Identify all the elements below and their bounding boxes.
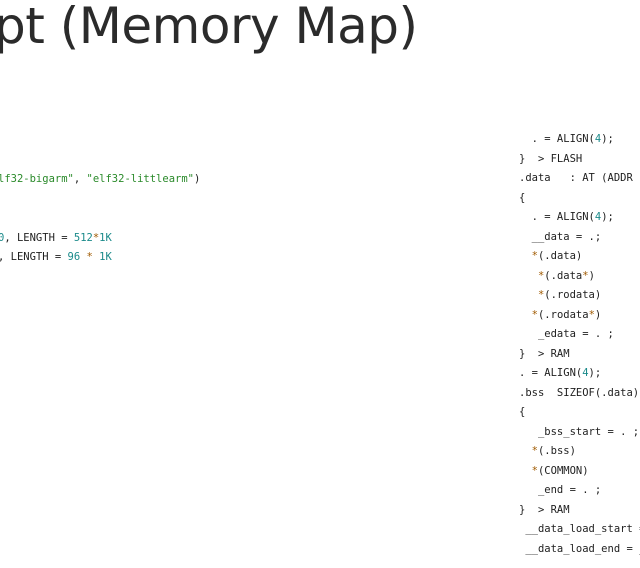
code-token: (.data [544, 269, 583, 282]
code-token: . = ALIGN( [519, 367, 583, 379]
code-line: . = ALIGN(4); [519, 130, 640, 150]
code-token: * [531, 464, 538, 477]
code-line: *(COMMON) [519, 462, 640, 482]
code-token: (.bss) [537, 445, 576, 457]
code-token: ) [588, 269, 595, 282]
code-token: } > RAM [519, 347, 570, 360]
code-token: * [537, 289, 545, 301]
code-token: __data_load_end = _ [519, 542, 640, 555]
code-token: 1K [99, 231, 112, 244]
code-token [519, 465, 532, 477]
code-token: * [92, 231, 100, 244]
code-line: _edata = . ; [519, 325, 640, 345]
code-line: .bss SIZEOF(.data) [519, 384, 640, 404]
code-token: * [582, 269, 589, 282]
code-token: __data = .; [519, 230, 602, 243]
code-token: __data_load_start = [519, 523, 640, 535]
code-token: * [80, 251, 100, 263]
code-token: * [531, 445, 538, 457]
code-token: 0 [0, 231, 5, 244]
code-block-right: . = ALIGN(4);} > FLASH.data : AT (ADDR (… [519, 130, 640, 559]
code-line [0, 190, 200, 210]
code-token: (.rodata [537, 308, 589, 321]
code-token: * [531, 250, 538, 262]
code-token: (.rodata) [544, 289, 602, 301]
code-line: lf32-bigarm", "elf32-littlearm") [0, 170, 200, 190]
code-line: *(.data*) [519, 267, 640, 287]
code-line: } > RAM [519, 345, 640, 365]
code-token: ); [601, 211, 614, 223]
code-line: _bss_start = . ; [519, 423, 640, 443]
code-line: { [519, 189, 640, 209]
code-token: * [537, 269, 545, 282]
code-token: ) [594, 308, 602, 321]
code-line: . = ALIGN(4); [519, 364, 640, 384]
code-token: * [588, 308, 595, 321]
code-token [519, 270, 538, 282]
code-line: *(.data) [519, 247, 640, 267]
code-line: *(.bss) [519, 442, 640, 462]
code-line: , LENGTH = 96 * 1K [0, 248, 200, 268]
code-line: 0, LENGTH = 512*1K [0, 229, 200, 249]
code-token: 512 [73, 231, 93, 244]
code-token: lf32-bigarm" [0, 173, 74, 185]
code-token: . = ALIGN( [519, 133, 595, 145]
code-token [519, 309, 532, 321]
code-token: 1K [99, 251, 112, 263]
code-token [519, 445, 532, 457]
code-token: * [531, 308, 538, 321]
code-block-left: lf32-bigarm", "elf32-littlearm") 0, LENG… [0, 170, 200, 268]
code-line [0, 209, 200, 229]
code-token: } > RAM [519, 503, 570, 516]
code-token: 96 [67, 251, 81, 263]
code-token: , LENGTH = [0, 251, 68, 263]
code-line: *(.rodata*) [519, 306, 640, 326]
code-line: _end = . ; [519, 481, 640, 501]
code-token: _bss_start = . ; [519, 425, 640, 438]
code-line: } > RAM [519, 501, 640, 521]
code-token: .data : AT (ADDR ( [519, 172, 640, 184]
code-line: { [519, 403, 640, 423]
code-line: __data_load_end = _ [519, 540, 640, 560]
code-line: .data : AT (ADDR ( [519, 169, 640, 189]
code-line: . = ALIGN(4); [519, 208, 640, 228]
code-token: (.data) [537, 250, 583, 262]
code-token: "elf32-littlearm" [86, 173, 194, 185]
code-line: __data_load_start = [519, 520, 640, 540]
code-token: , [73, 173, 87, 185]
code-token: } > FLASH [519, 152, 583, 165]
code-line: } > FLASH [519, 150, 640, 170]
slide-title: pt (Memory Map) [0, 0, 418, 55]
code-token [519, 289, 538, 301]
code-token [519, 250, 532, 262]
code-token: ); [601, 133, 614, 145]
code-line: __data = .; [519, 228, 640, 248]
code-token: ); [588, 367, 602, 379]
code-token: (COMMON) [537, 464, 589, 477]
code-token: _edata = . ; [519, 328, 614, 340]
code-token: . = ALIGN( [519, 211, 595, 223]
code-token: _end = . ; [519, 484, 602, 496]
code-token: 4 [594, 211, 602, 223]
code-token: 4 [582, 367, 589, 379]
code-token: { [519, 191, 526, 204]
code-token: 4 [594, 133, 602, 145]
code-token: , LENGTH = [4, 231, 74, 244]
code-line: *(.rodata) [519, 286, 640, 306]
code-token: { [519, 406, 526, 418]
code-token: .bss SIZEOF(.data) [519, 386, 640, 399]
code-token: ) [193, 173, 201, 185]
